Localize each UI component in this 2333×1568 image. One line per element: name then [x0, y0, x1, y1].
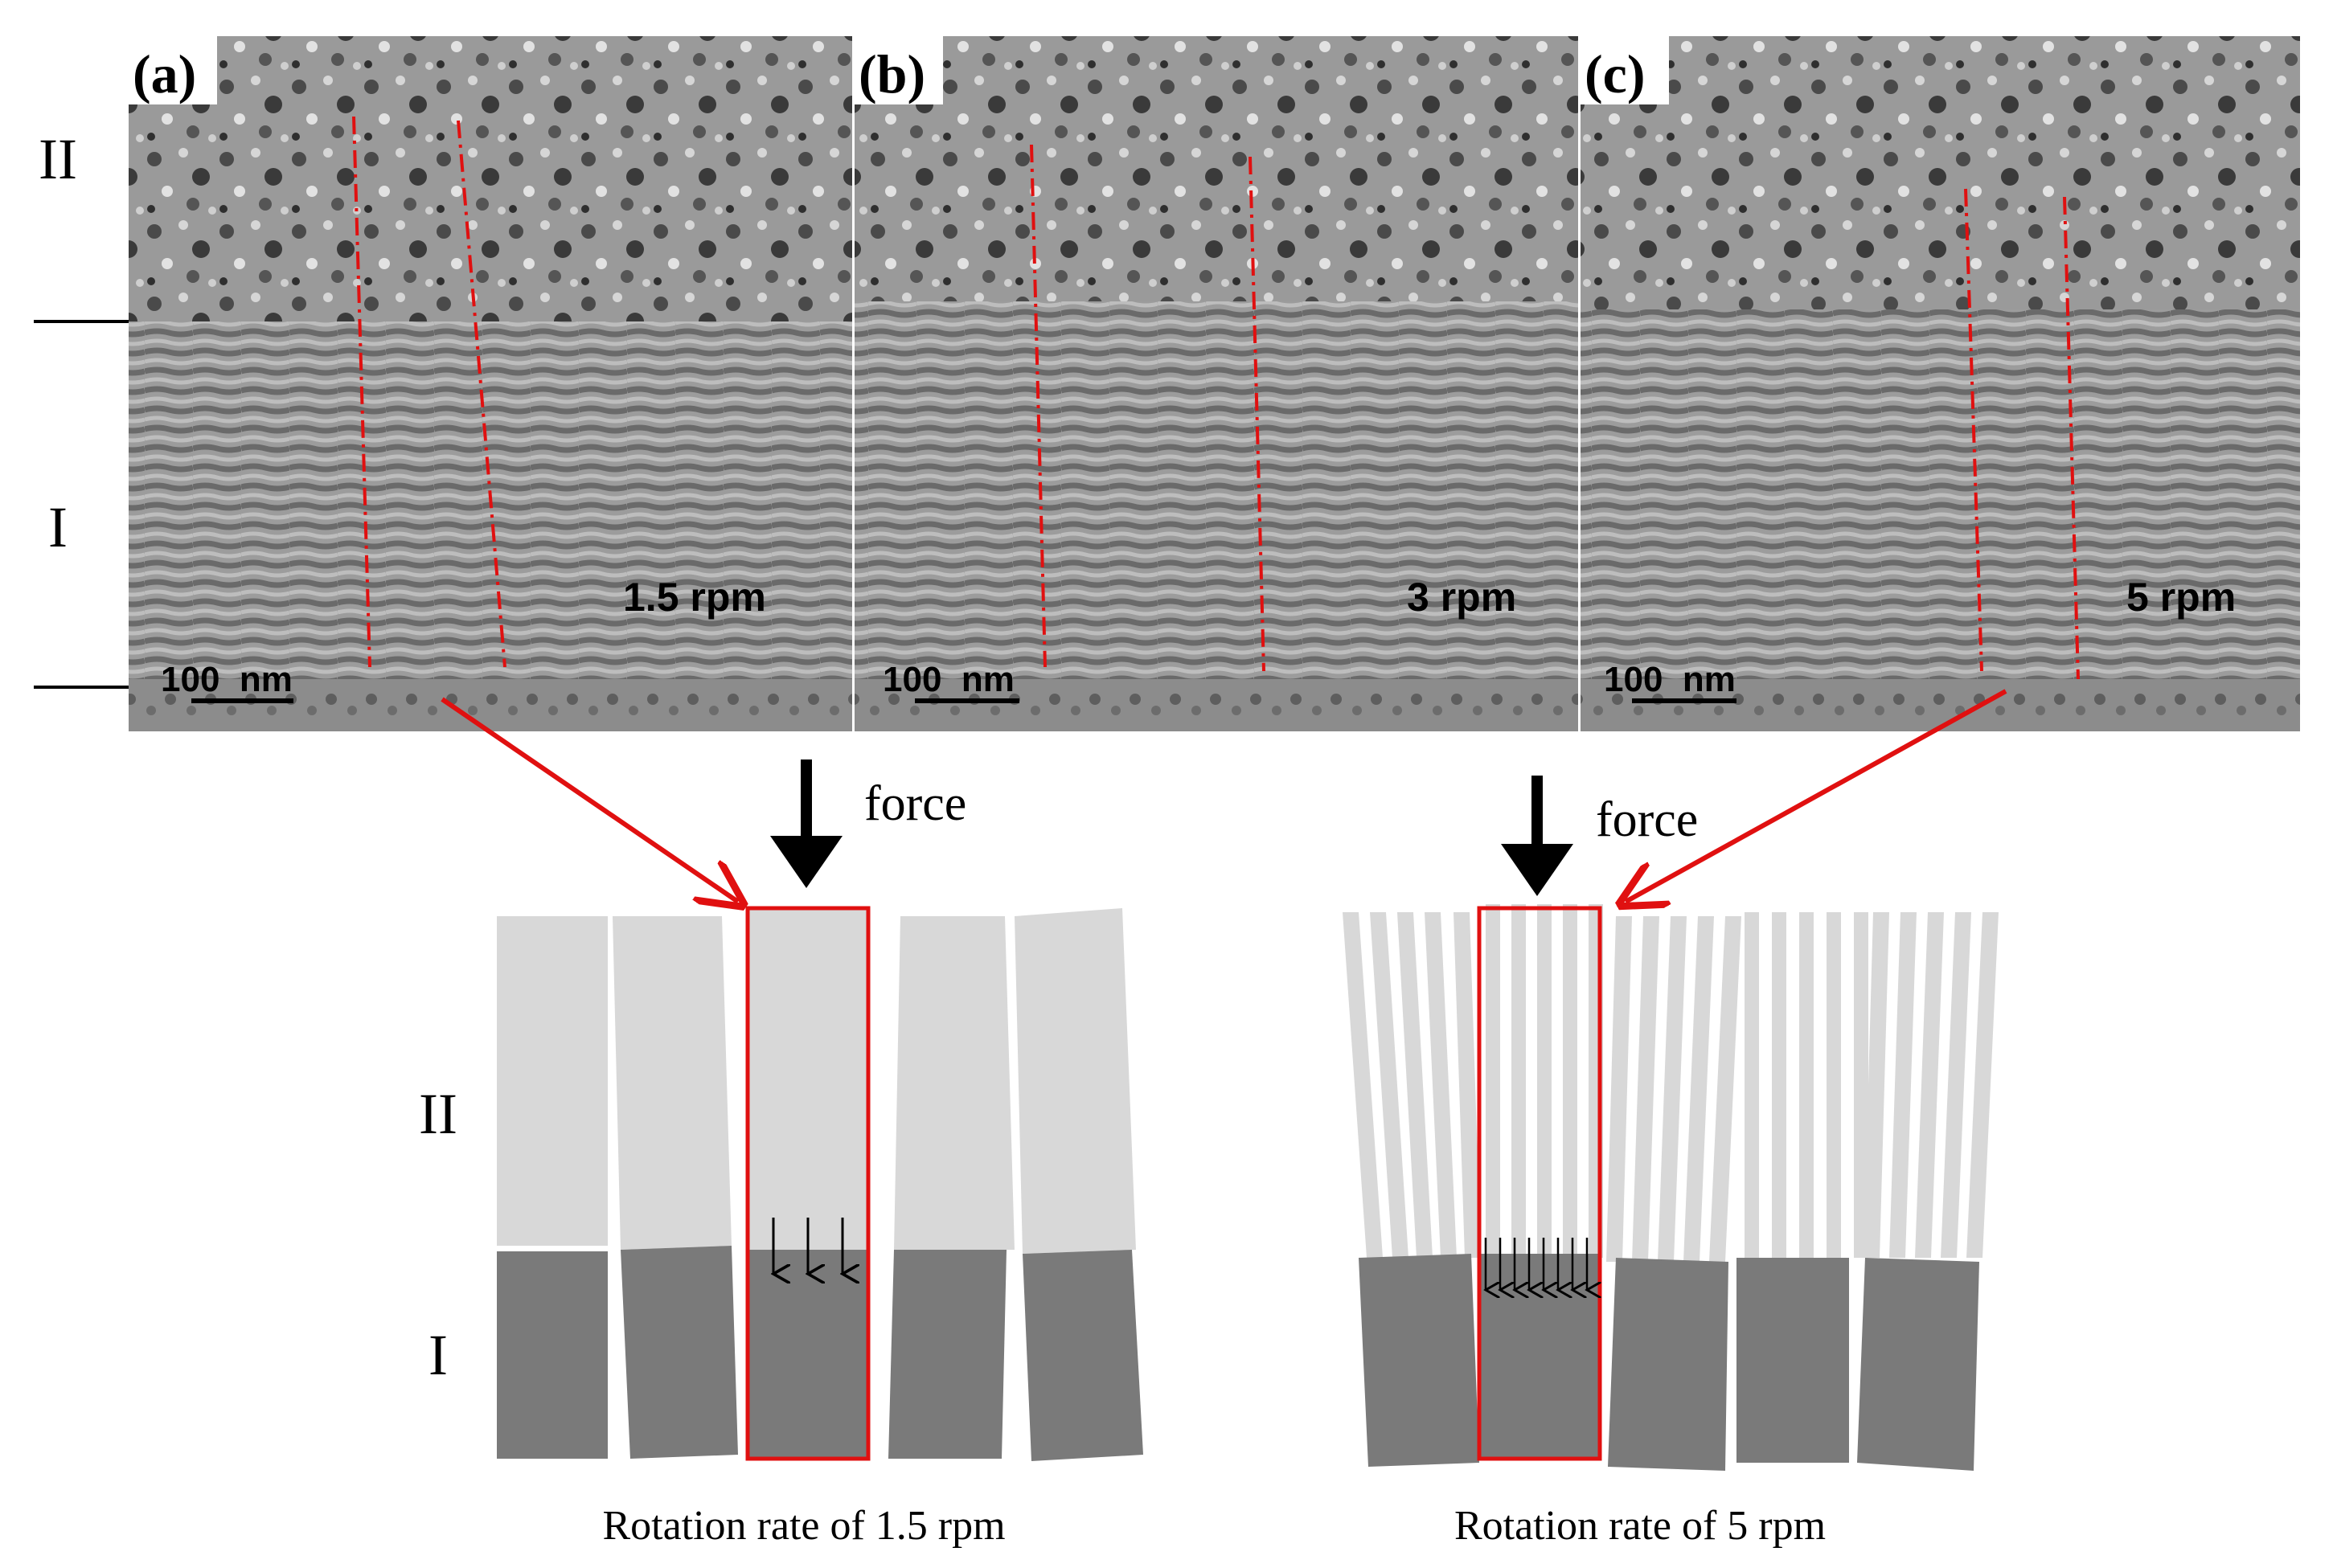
- panel-label-b: (b): [859, 43, 925, 104]
- column-layer-I: [1479, 1254, 1600, 1459]
- rotation-rate-label-b: 3 rpm: [1407, 575, 1516, 620]
- highlight-box: [1477, 906, 1602, 1461]
- micrograph-panel-b: (b) 3 rpm 100 nm: [855, 36, 1578, 731]
- fiber-group: [1606, 916, 1741, 1262]
- rotation-rate-label-a: 1.5 rpm: [623, 575, 766, 620]
- layer-axis: II I: [34, 127, 130, 689]
- column-layer-II: [894, 916, 1015, 1250]
- stress-arrows-icon: [773, 1218, 843, 1274]
- caption-high-rate: Rotation rate of 5 rpm: [1454, 1503, 1826, 1549]
- grain-boundary-line: [1030, 144, 1047, 668]
- column-layer-II: [497, 916, 608, 1246]
- fiber-group: [1745, 912, 1868, 1258]
- panel-label-a: (a): [133, 43, 196, 104]
- force-label-low: force: [864, 776, 966, 831]
- fiber-group: [1486, 904, 1603, 1258]
- stress-arrows-icon: [1486, 1238, 1587, 1290]
- column-layer-I: [1359, 1254, 1479, 1467]
- schematic-high-rate: force: [1343, 776, 1999, 1549]
- column-layer-I: [748, 1250, 868, 1459]
- pointer-arrow-left: [441, 697, 738, 902]
- caption-low-rate: Rotation rate of 1.5 rpm: [602, 1503, 1005, 1549]
- grain-boundary-line: [457, 120, 506, 668]
- layer-label-I: I: [48, 495, 68, 559]
- grain-boundary-line: [2063, 196, 2080, 680]
- fiber-group: [1864, 912, 1999, 1258]
- column-layer-I: [888, 1250, 1007, 1459]
- schematic-layer-label-I: I: [428, 1323, 448, 1387]
- column-layer-I: [1608, 1258, 1728, 1471]
- layer-label-II: II: [39, 127, 77, 191]
- schematic-low-rate: force II I Rotation rate of 1.5 rpm: [419, 759, 1143, 1549]
- panel-label-c: (c): [1585, 43, 1645, 104]
- rotation-rate-label-c: 5 rpm: [2126, 575, 2236, 620]
- force-label-high: force: [1596, 792, 1698, 847]
- column-layer-I: [621, 1246, 738, 1459]
- scale-bar-label-c: 100 nm: [1604, 660, 1736, 699]
- grain-boundary-line: [1964, 188, 1983, 672]
- scale-bar-label-b: 100 nm: [883, 660, 1015, 699]
- column-layer-I: [1736, 1258, 1849, 1463]
- column-layer-II: [748, 908, 868, 1250]
- force-arrow-icon: [1501, 776, 1573, 896]
- schematic-layer-label-II: II: [419, 1082, 457, 1146]
- column-layer-II: [1015, 908, 1136, 1254]
- column-layer-I: [497, 1251, 608, 1459]
- micrograph-panel-c: (c) 5 rpm 100 nm: [1581, 36, 2300, 731]
- column-layer-I: [1023, 1250, 1143, 1461]
- grain-boundary-line: [352, 116, 371, 668]
- column-layer-I: [1857, 1258, 1979, 1471]
- highlight-box: [745, 906, 871, 1461]
- micrograph-panel-a: (a) 1.5 rpm 100 nm: [129, 36, 852, 731]
- fiber-group: [1343, 912, 1481, 1258]
- force-arrow-icon: [770, 759, 843, 888]
- column-layer-II: [613, 916, 732, 1250]
- pointer-arrow-right: [1626, 689, 2007, 902]
- scale-bar-label-a: 100 nm: [161, 660, 293, 699]
